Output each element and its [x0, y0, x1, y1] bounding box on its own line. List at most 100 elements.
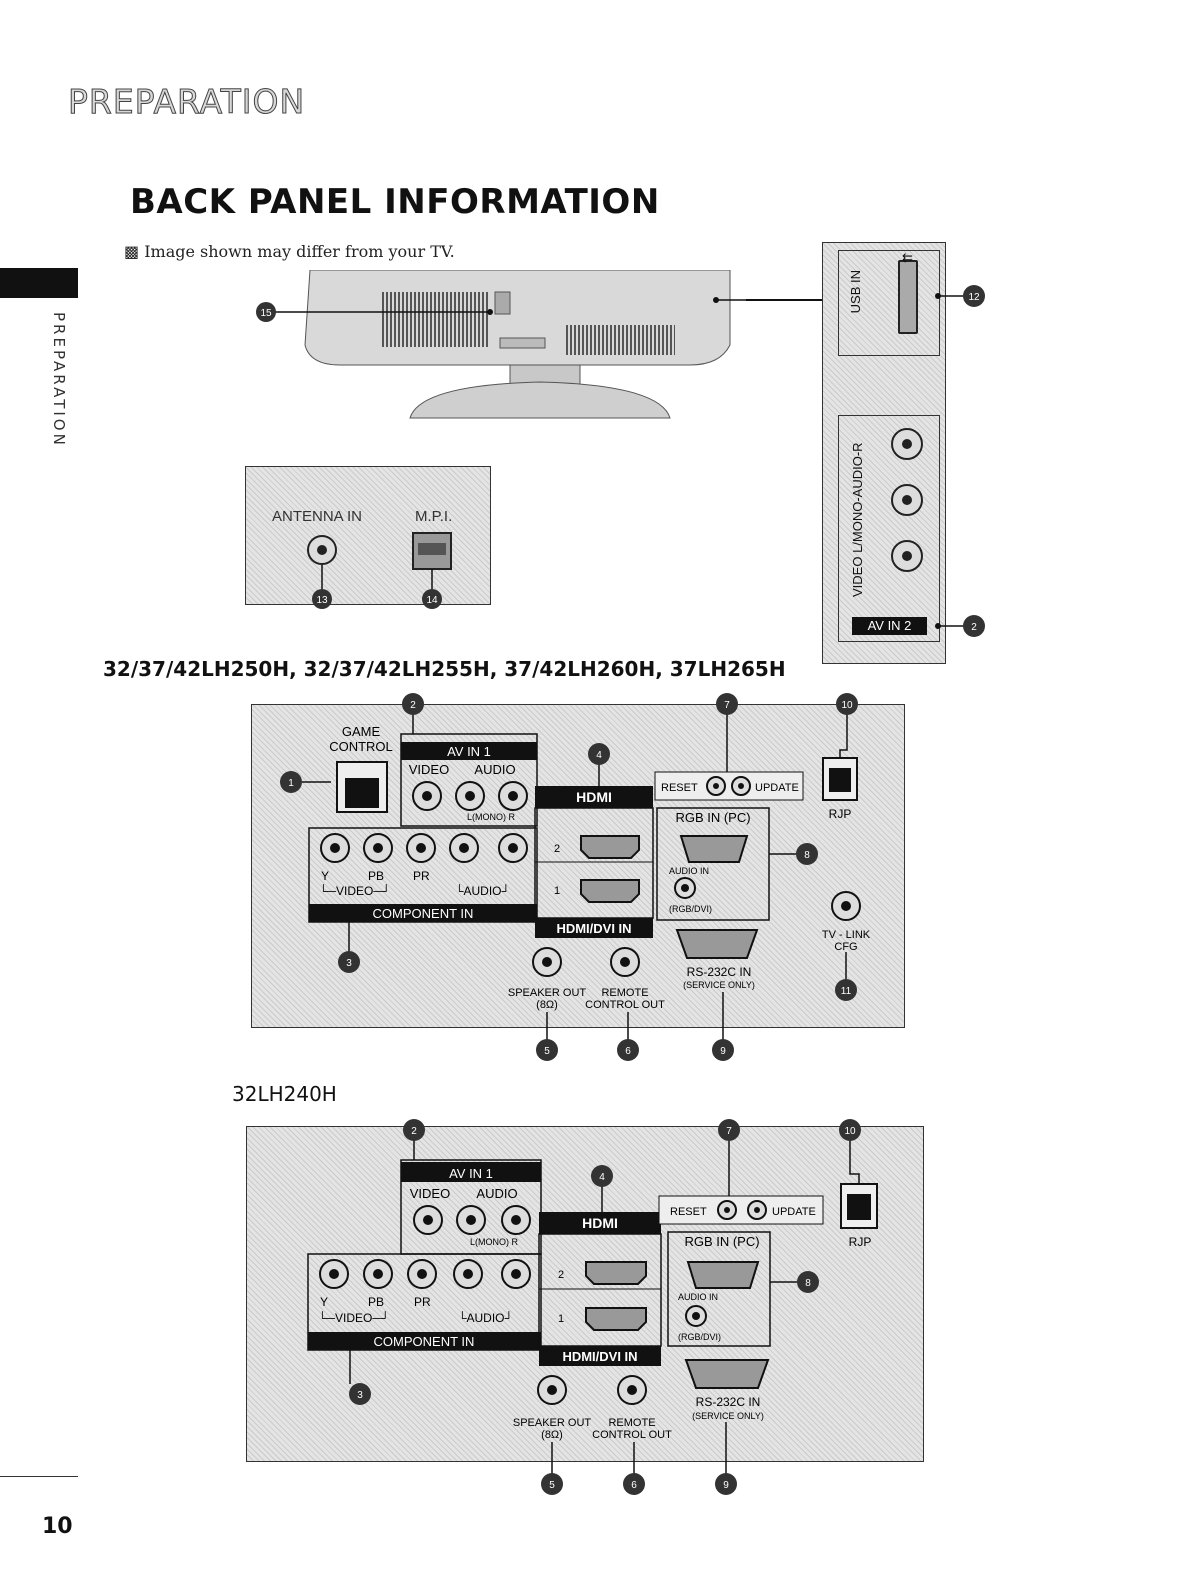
av-in-1-box	[400, 733, 538, 827]
rjp-label-2: RJP	[849, 1235, 872, 1249]
side-tab-marker	[0, 268, 78, 298]
component-pr-label: PR	[413, 869, 430, 883]
hdmi-2-port	[580, 835, 640, 859]
button-center	[738, 783, 744, 789]
av-in-1-label-2: AV IN 1	[449, 1166, 493, 1181]
callout-badge-10b	[839, 1119, 861, 1141]
callout-badge-4	[588, 743, 610, 765]
av-in-1-audio-label: AUDIO	[474, 762, 515, 777]
component-y-label: Y	[321, 869, 329, 883]
rgb-in-port-2	[686, 1261, 760, 1289]
lmono-r-label: L(MONO) R	[467, 812, 515, 822]
callout-badge-2b	[403, 1119, 425, 1141]
jack-center	[459, 843, 469, 853]
tv-link-cfg-label: CFG	[834, 941, 857, 953]
jack-center	[681, 884, 689, 892]
av-in-1-audio-label-2: AUDIO	[476, 1186, 517, 1201]
hdmi-label-2: HDMI	[582, 1215, 618, 1231]
callout-badge-6	[617, 1039, 639, 1061]
page-number: 10	[42, 1514, 73, 1539]
jack-center	[508, 791, 518, 801]
remote-label: REMOTE	[601, 987, 648, 999]
component-in-label-2: COMPONENT IN	[374, 1334, 475, 1349]
usb-section	[838, 250, 940, 356]
rs232-label-2: RS-232C IN	[696, 1395, 761, 1409]
rs232-port	[675, 929, 759, 959]
jack-center	[329, 1269, 339, 1279]
jack-center	[511, 1269, 521, 1279]
game-control-label: GAME	[342, 724, 381, 739]
game-control-label-2: CONTROL	[329, 739, 393, 754]
reset-label: RESET	[661, 782, 698, 794]
hdmi-2-port-2	[585, 1261, 647, 1285]
callout-number-7b: 7	[726, 1126, 732, 1137]
antenna-panel-ports: 13 14	[307, 532, 452, 609]
usb-in-label: USB IN	[848, 270, 863, 314]
button-center	[713, 783, 719, 789]
jack-center	[422, 791, 432, 801]
component-pb-label-2: PB	[368, 1295, 384, 1309]
component-pb-label: PB	[368, 869, 384, 883]
jack-center	[511, 1215, 521, 1225]
callout-number-4b: 4	[599, 1172, 605, 1183]
model-label-first: 32/37/42LH250H, 32/37/42LH255H, 37/42LH2…	[103, 657, 786, 681]
callout-line-10	[839, 704, 848, 758]
callout-badge-3	[338, 951, 360, 973]
back-panel-first-diagram: GAME CONTROL 1 AV IN 1 VIDEO AUDIO L(MON…	[280, 693, 871, 1061]
rs232-service-label-2: (SERVICE ONLY)	[692, 1411, 764, 1421]
callout-badge-2	[402, 693, 424, 715]
reset-update-box	[654, 771, 804, 801]
footer-rule	[0, 1476, 78, 1477]
hdmi-2-number: 2	[554, 843, 560, 855]
rgb-dvi-label-2: (RGB/DVI)	[678, 1332, 721, 1342]
component-in-header	[309, 904, 537, 922]
callout-badge-15	[256, 302, 276, 322]
hdmi-dvi-label-2: HDMI/DVI IN	[562, 1349, 637, 1364]
usb-port	[898, 260, 918, 334]
mpi-port-slot	[418, 543, 446, 555]
section-heading: PREPARATION	[67, 82, 306, 122]
hdmi-1-port	[580, 879, 640, 903]
callout-number-2: 2	[410, 700, 416, 711]
av-in-1-label: AV IN 1	[447, 744, 491, 759]
component-in-label: COMPONENT IN	[373, 906, 474, 921]
jack-center	[902, 439, 912, 449]
rgb-in-box-2	[667, 1231, 771, 1347]
callout-number-8: 8	[804, 850, 810, 861]
callout-badge-12	[963, 285, 985, 307]
button-center	[724, 1207, 730, 1213]
rgb-audio-in-label: AUDIO IN	[669, 866, 709, 876]
callout-number-2b: 2	[411, 1126, 417, 1137]
jack-center	[373, 843, 383, 853]
side-panel-callouts: 12 2	[935, 285, 985, 637]
callout-number-9: 9	[720, 1046, 726, 1057]
callout-number-3: 3	[346, 958, 352, 969]
component-audio-bracket-2: └AUDIO┘	[458, 1311, 513, 1325]
side-tab-label: PREPARATION	[50, 312, 68, 448]
av-in-1-header-2	[401, 1162, 541, 1182]
page-title: BACK PANEL INFORMATION	[130, 182, 660, 222]
jack-center	[902, 495, 912, 505]
jack-center	[423, 1215, 433, 1225]
callout-number-5: 5	[544, 1046, 550, 1057]
callout-line-to-side-panel	[746, 299, 826, 301]
speaker-out-label: SPEAKER OUT	[508, 987, 587, 999]
callout-badge-5	[536, 1039, 558, 1061]
hdmi-header	[535, 786, 653, 808]
back-panel-second	[246, 1126, 924, 1462]
tv-vent-left	[380, 292, 490, 347]
callout-badge-5b	[541, 1473, 563, 1495]
callout-badge-9	[712, 1039, 734, 1061]
rgb-audio-in-label-2: AUDIO IN	[678, 1292, 718, 1302]
callout-number-1: 1	[288, 778, 294, 789]
model-label-second: 32LH240H	[232, 1082, 337, 1106]
jack-center	[330, 843, 340, 853]
callout-number-6b: 6	[631, 1480, 637, 1491]
callout-number-10: 10	[841, 700, 853, 711]
reset-update-box-2	[658, 1195, 824, 1225]
hdmi-2-number-2: 2	[558, 1269, 564, 1281]
hdmi-1-number: 1	[554, 885, 560, 897]
button-center	[754, 1207, 760, 1213]
av-in-2-jacks	[891, 428, 923, 572]
tv-stand	[409, 381, 671, 419]
